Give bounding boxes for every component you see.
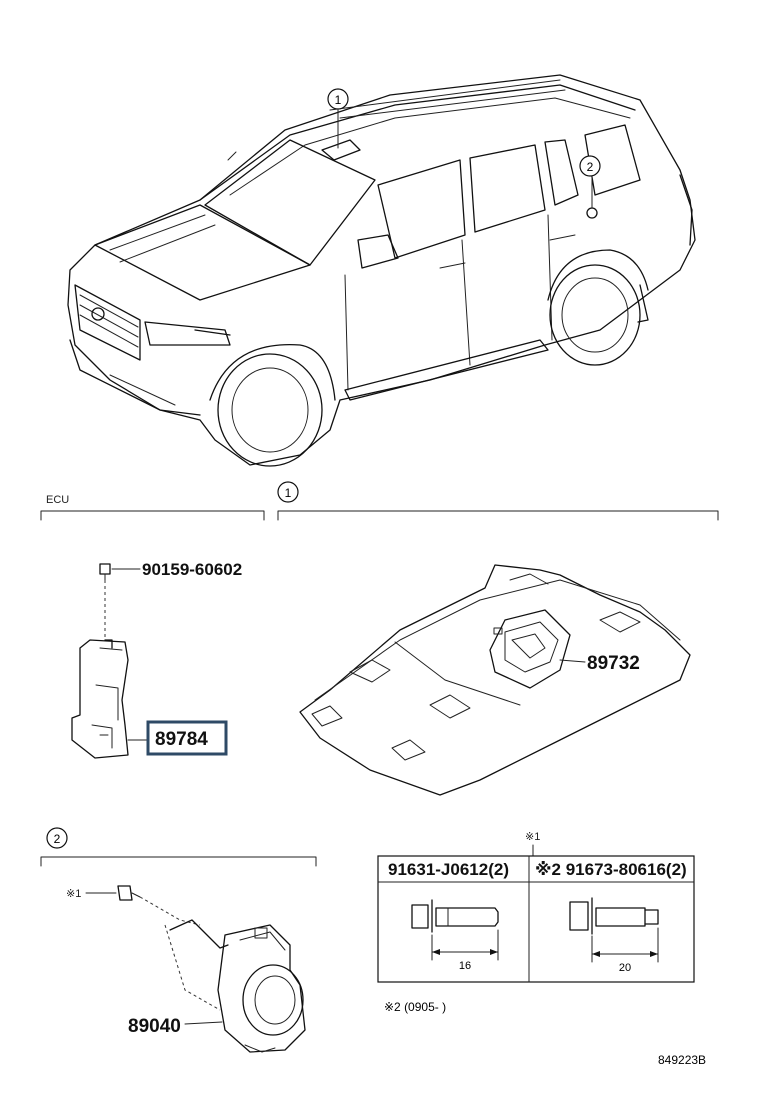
callout-2-label: 2	[587, 160, 594, 174]
part-horn-number[interactable]: 89040	[128, 1016, 181, 1037]
section-1-label: 1	[285, 486, 292, 500]
callout-2-circle	[579, 155, 601, 177]
roof-headliner	[299, 564, 691, 796]
part-mark-x1: ※1	[66, 888, 81, 900]
horn-unit	[217, 924, 306, 1053]
section-ecu-bracket	[40, 510, 265, 521]
screw-icon	[99, 563, 111, 581]
bolt-1-icon	[411, 899, 499, 933]
diagram-code: 849223B	[658, 1053, 706, 1067]
bolt-2-icon	[569, 897, 659, 935]
ecu-unit	[71, 639, 129, 759]
section-1-bracket	[277, 510, 719, 521]
bolt-col2-header: ※2 91673-80616(2)	[535, 860, 687, 879]
part-ecu-number[interactable]: 89784	[155, 729, 208, 750]
section-2-circle	[46, 827, 68, 849]
bolt-2-dimension: 20	[619, 962, 631, 974]
suv-body	[67, 74, 696, 467]
section-2-label: 2	[54, 832, 61, 846]
part-roof-sensor-number[interactable]: 89732	[587, 653, 640, 674]
part-screw-number: 90159-60602	[142, 560, 242, 579]
bolt-1-dimension: 16	[459, 960, 471, 972]
rain-sensor-unit	[489, 609, 571, 689]
section-ecu-label: ECU	[46, 494, 69, 506]
section-1-circle	[277, 481, 299, 503]
callout-1-label: 1	[335, 93, 342, 107]
bolt-col1-header: 91631-J0612(2)	[388, 860, 509, 879]
part-ecu-highlight-box[interactable]	[146, 720, 228, 756]
bolt-table-frame	[377, 855, 695, 983]
section-2-bracket	[40, 856, 317, 867]
bolt-icon	[117, 885, 141, 901]
bolt-table-mark: ※1	[525, 831, 540, 843]
callout-1-circle	[327, 88, 349, 110]
bolt-table-note: ※2 (0905- )	[384, 1000, 446, 1014]
